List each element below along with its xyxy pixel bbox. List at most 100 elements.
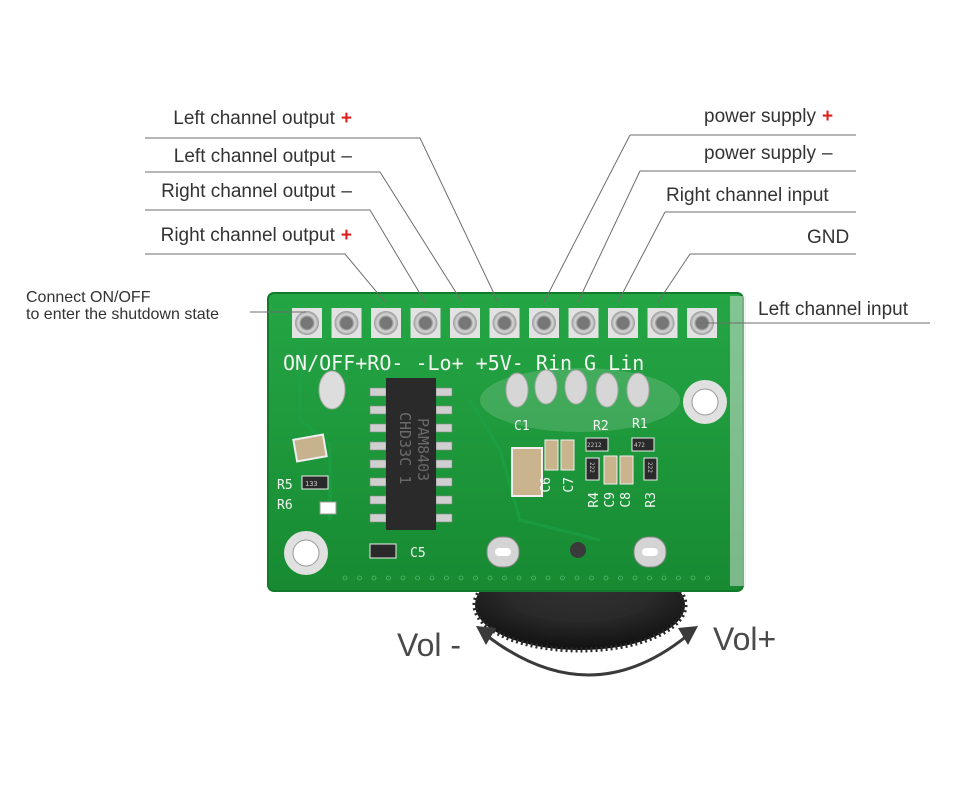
- silk-pin-labels: ON/OFF+RO- -Lo+ +5V- Rin G Lin: [283, 351, 644, 375]
- chip-pin: [369, 513, 387, 523]
- chip-pin: [369, 441, 387, 451]
- chip-pin: [369, 387, 387, 397]
- chip-pin: [435, 459, 453, 469]
- label-r1: R1: [632, 417, 648, 432]
- pin-pad: [568, 308, 599, 338]
- pin-pad: [410, 308, 441, 338]
- pin-pad: [608, 308, 638, 338]
- label-r6: R6: [277, 498, 293, 513]
- capacitor-c-left: [292, 433, 328, 463]
- via: [458, 575, 464, 581]
- chip-pin: [435, 477, 453, 487]
- via: [386, 575, 391, 581]
- callout-power-plus: power supply+: [704, 106, 833, 128]
- silk-designators: C1 R2 R1 R5 R6 C5 C6 C7 R4 C9 C8 R3: [277, 417, 659, 561]
- chip-pin: [435, 441, 453, 451]
- via: [618, 575, 623, 581]
- pin-pad: [371, 308, 401, 338]
- pam8403-chip: PAM8403 CHD33C 1: [369, 378, 453, 530]
- pin-header: [292, 308, 717, 338]
- chip-pin: [369, 423, 387, 433]
- callout-right-input: Right channel input: [666, 185, 829, 207]
- plus-sign: +: [821, 106, 834, 127]
- callout-text: Left channel output: [173, 108, 335, 129]
- via: [574, 575, 580, 581]
- callout-text: power supply: [704, 106, 816, 127]
- callout-right-output-minus: Right channel output–: [161, 181, 352, 203]
- potentiometer-slot: [486, 536, 667, 568]
- chip-pin: [435, 513, 453, 523]
- callout-text: GND: [807, 227, 850, 248]
- via: [690, 575, 696, 581]
- chip-pin: [369, 459, 387, 469]
- callout-text: Right channel input: [666, 185, 829, 206]
- via: [705, 575, 710, 581]
- chip-line1: PAM8403: [414, 418, 432, 481]
- via: [647, 575, 652, 581]
- callout-text: Left channel input: [758, 299, 909, 320]
- minus-sign: –: [341, 181, 352, 202]
- label-c6: C6: [539, 477, 554, 493]
- callout-left-output-plus: Left channel output+: [173, 108, 352, 130]
- via: [342, 575, 348, 581]
- via: [371, 575, 377, 581]
- smd-code: 472: [634, 442, 645, 449]
- plus-sign: +: [340, 108, 352, 129]
- callout-power-minus: power supply–: [704, 143, 833, 165]
- leader-lines: [145, 134, 930, 324]
- smd-code: 222: [646, 462, 653, 473]
- pin-pad: [529, 308, 559, 338]
- callout-gnd: GND: [807, 227, 849, 249]
- label-c5: C5: [410, 546, 426, 561]
- via: [661, 575, 667, 581]
- via: [429, 575, 435, 581]
- mounting-hole: [683, 380, 727, 424]
- via: [632, 575, 638, 581]
- label-c8: C8: [619, 492, 634, 508]
- callout-text: Right channel output: [160, 225, 335, 246]
- smd-code: 133: [305, 480, 318, 488]
- chip-pin: [369, 495, 387, 505]
- chip-pin: [435, 387, 453, 397]
- callout-left-input: Left channel input: [758, 299, 908, 321]
- label-r3: R3: [644, 492, 659, 508]
- smd-components: 133 2212 472 222 222: [301, 437, 658, 559]
- label-c1: C1: [514, 419, 530, 434]
- chip-pin: [369, 405, 387, 415]
- pin-pad: [647, 308, 678, 338]
- via: [516, 575, 522, 581]
- minus-sign: –: [341, 146, 352, 167]
- rotation-arrow: [476, 626, 698, 677]
- vol-minus-label: Vol -: [397, 627, 462, 663]
- through-hole-leads: [318, 368, 680, 432]
- via: [487, 575, 493, 581]
- via: [676, 575, 681, 581]
- chip-pin: [435, 423, 453, 433]
- via: [502, 575, 507, 581]
- callout-text: Left channel output: [173, 146, 336, 167]
- label-c7: C7: [562, 477, 577, 493]
- label-c9: C9: [603, 492, 618, 508]
- via: [473, 575, 478, 581]
- smd-code: 2212: [587, 442, 602, 449]
- via: [603, 575, 609, 581]
- label-r4: R4: [587, 492, 602, 508]
- callout-text: Right channel output: [161, 181, 336, 202]
- callout-shutdown-line2: to enter the shutdown state: [26, 306, 220, 323]
- callout-right-output-plus: Right channel output+: [161, 225, 352, 247]
- callout-shutdown-line1: Connect ON/OFF: [26, 289, 151, 306]
- smd-code: 222: [588, 462, 595, 473]
- plus-sign: +: [340, 225, 352, 246]
- minus-sign: –: [821, 143, 833, 164]
- pin-pad: [489, 308, 520, 338]
- via: [444, 575, 449, 581]
- callout-text: power supply: [704, 143, 816, 164]
- via: [357, 575, 362, 581]
- via: [415, 575, 420, 581]
- via: [531, 575, 536, 581]
- vol-plus-label: Vol+: [713, 621, 777, 657]
- chip-pin: [369, 477, 387, 487]
- chip-pin: [435, 405, 453, 415]
